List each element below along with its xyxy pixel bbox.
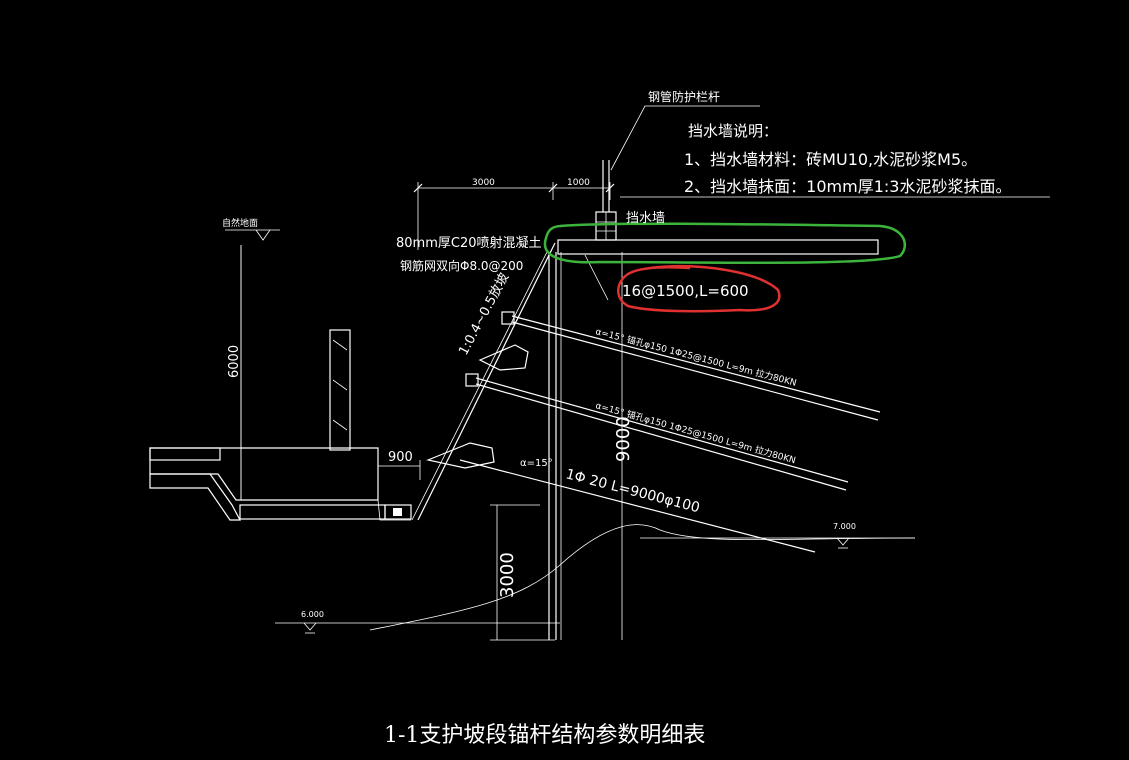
dim-9000: 9000	[613, 416, 634, 462]
elevation-right: 7.000	[833, 522, 856, 531]
dim-6000: 6000	[227, 345, 242, 378]
dimension-900	[377, 460, 421, 480]
anchor-rod-3	[459, 459, 816, 553]
shotcrete-label: 80mm厚C20喷射混凝土	[396, 235, 542, 251]
left-wall	[329, 329, 351, 451]
anchor-3-label: 1Φ 20 L=9000φ100	[564, 466, 701, 516]
dimension-top	[413, 182, 615, 250]
red-highlight-mark	[617, 265, 781, 313]
anchor-heads	[425, 344, 529, 469]
anchor-rod-1	[501, 311, 881, 421]
dimension-3000-bottom	[490, 504, 555, 641]
anchor-1-label: α=15° 锚孔φ150 1Φ25@1500 L=9m 拉力80KN	[594, 325, 798, 389]
slope-label: 1:0.4~0.5放坡	[456, 271, 512, 358]
anchor-3-angle-label: α=15°	[520, 458, 553, 469]
railing-leader	[610, 105, 760, 171]
pile-wall	[548, 252, 562, 640]
dim-900: 900	[388, 450, 413, 465]
green-highlight-mark	[543, 222, 906, 265]
left-foundation	[149, 447, 412, 521]
anchor-rod-2	[465, 373, 849, 491]
ground-profile-curve	[369, 524, 916, 631]
dim-3000-top: 3000	[472, 178, 495, 188]
notes-title: 挡水墙说明：	[688, 122, 778, 140]
right-elevation-marker	[836, 537, 850, 549]
note-2: 2、挡水墙抹面：10mm厚1:3水泥砂浆抹面。	[684, 177, 1011, 196]
drawing-title: 1-1支护坡段锚杆结构参数明细表	[384, 723, 705, 748]
elevation-left: 6.000	[301, 610, 324, 619]
water-wall-block	[595, 211, 617, 241]
mesh-label: 钢筋网双向Φ8.0@200	[400, 258, 523, 273]
nail-spec-label: 16@1500,L=600	[622, 282, 749, 300]
steel-railing	[602, 160, 610, 212]
natural-ground-label: 自然地面	[222, 217, 258, 229]
note-1: 1、挡水墙材料：砖MU10,水泥砂浆M5。	[684, 150, 977, 169]
railing-label: 钢管防护栏杆	[648, 89, 720, 104]
dim-3000-bottom: 3000	[497, 552, 518, 598]
wall-label: 挡水墙	[626, 211, 665, 226]
left-elevation-marker	[303, 622, 317, 634]
retaining-wall-slab	[557, 239, 879, 255]
dim-1000: 1000	[567, 178, 590, 188]
